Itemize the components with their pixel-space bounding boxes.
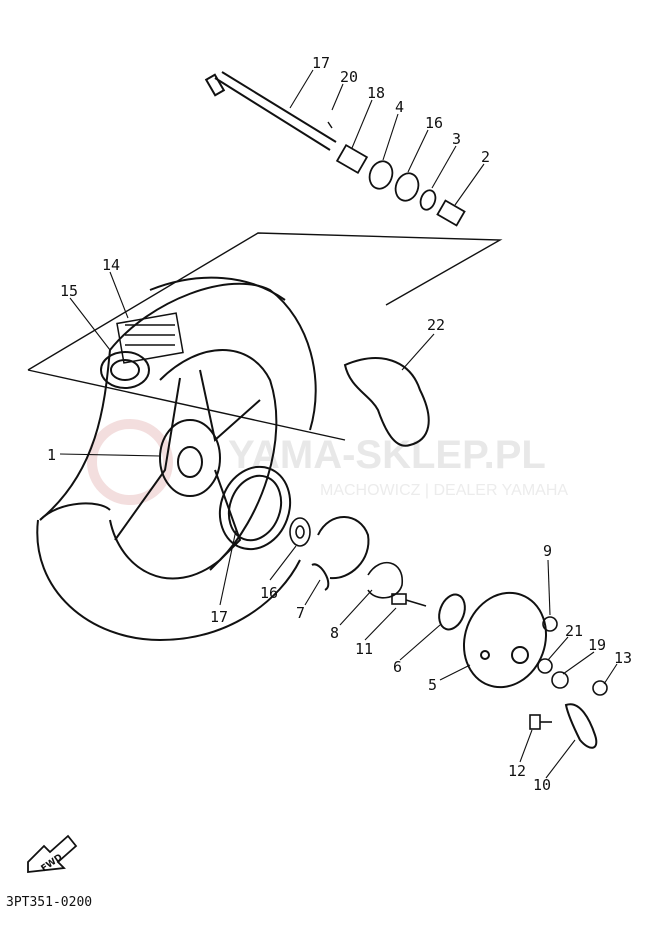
callout-14: 14 <box>102 256 120 274</box>
callout-11: 11 <box>355 640 373 658</box>
callout-8: 8 <box>330 624 339 642</box>
callout-10: 10 <box>533 776 551 794</box>
callout-5: 5 <box>428 676 437 694</box>
callout-9: 9 <box>543 542 552 560</box>
callout-3: 3 <box>452 130 461 148</box>
brake-bolt <box>529 714 552 730</box>
fwd-arrow-icon: FWD <box>27 834 78 874</box>
callout-20: 19 <box>588 636 606 654</box>
bearing-lower <box>289 517 311 547</box>
tread-pattern <box>116 312 184 364</box>
callout-15: 15 <box>60 282 78 300</box>
callout-4: 4 <box>395 98 404 116</box>
seal-16-upper <box>394 172 420 202</box>
watermark: YAMA-SKLEP.PL MACHOWICZ | DEALER YAMAHA <box>87 419 568 505</box>
collar-19 <box>335 143 369 175</box>
callout-7: 7 <box>296 604 305 622</box>
brake-arm <box>564 703 598 749</box>
tire <box>36 276 317 642</box>
brake-shoe <box>311 516 370 591</box>
callout-19: 18 <box>367 84 385 102</box>
watermark-tagline: MACHOWICZ | DEALER YAMAHA <box>320 482 568 499</box>
callout-6: 6 <box>393 658 402 676</box>
axle <box>204 71 337 151</box>
nuts-and-washers <box>537 616 608 696</box>
axle-frame <box>27 232 503 441</box>
callout-23: 22 <box>427 316 445 334</box>
callout-21: 20 <box>340 68 358 86</box>
callout-16-lower: 16 <box>260 584 278 602</box>
callout-12: 12 <box>508 762 526 780</box>
washer-3 <box>419 189 437 211</box>
pin-21 <box>327 121 333 129</box>
callout-16-upper: 16 <box>425 114 443 132</box>
oil-seal <box>438 593 466 631</box>
callout-18: 17 <box>312 54 330 72</box>
watermark-brand: YAMA-SKLEP.PL <box>228 433 546 477</box>
callout-2: 2 <box>481 148 490 166</box>
bearing-4 <box>368 160 394 190</box>
brake-cam <box>391 593 427 607</box>
callout-17: 17 <box>210 608 228 626</box>
callout-labels: 17 20 18 4 16 3 2 14 15 22 1 9 16 7 17 8… <box>47 54 632 794</box>
brake-drum-ring <box>218 465 292 551</box>
part-code: 3PT351-0200 <box>6 895 92 910</box>
collar-2 <box>436 199 466 227</box>
callout-13: 13 <box>614 649 632 667</box>
brake-spring <box>367 561 403 599</box>
brake-plate <box>462 591 548 689</box>
callout-1: 1 <box>47 446 56 464</box>
brake-cover <box>343 357 430 447</box>
leader-lines <box>59 69 618 779</box>
callout-22: 21 <box>565 622 583 640</box>
